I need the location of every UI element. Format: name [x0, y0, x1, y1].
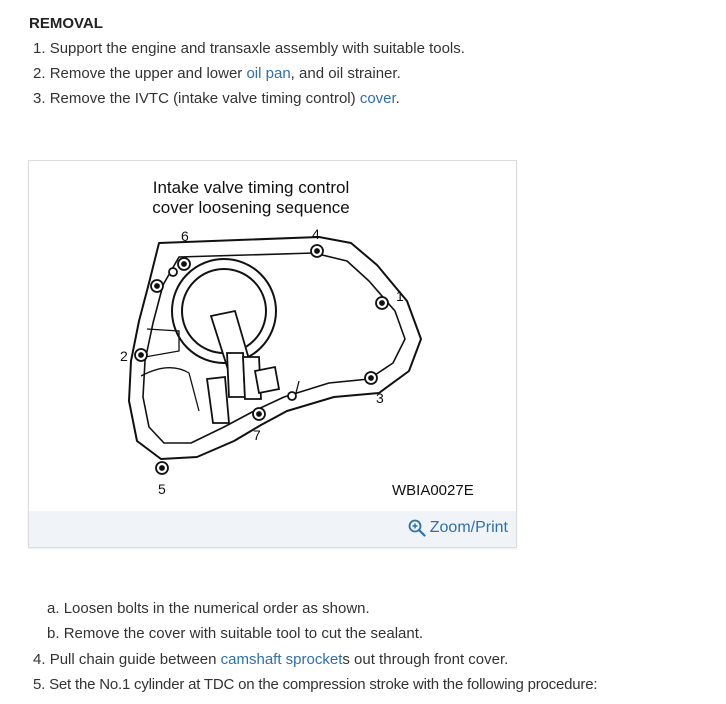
substep-text: Remove the cover with suitable tool to c…: [63, 625, 424, 642]
step-5: 5. Set the No.1 cylinder at TDC on the c…: [33, 676, 598, 694]
step-4: 4. Pull chain guide between camshaft spr…: [33, 651, 508, 669]
figure-code: WBIA0027E: [392, 482, 474, 499]
valve-body: [205, 309, 281, 424]
zoom-print-label: Zoom/Print: [429, 519, 508, 536]
cover-outline: [128, 236, 422, 460]
bolt-label-5: 5: [158, 481, 166, 497]
bolt-label-7: 7: [253, 427, 261, 443]
step-text: Remove the upper and lower: [49, 65, 247, 82]
step-number: 5.: [33, 676, 46, 693]
step-text: Pull chain guide between: [49, 651, 221, 668]
oil-pan-link[interactable]: oil pan: [246, 65, 291, 82]
substep-letter: a.: [47, 600, 60, 617]
step-1: 1. Support the engine and transaxle asse…: [33, 40, 465, 58]
figure-card[interactable]: Intake valve timing control cover loosen…: [28, 160, 517, 548]
figure-footer: Zoom/Print: [29, 511, 516, 547]
bolt-label-2: 2: [120, 348, 128, 364]
bolt-holes: [134, 244, 389, 475]
bolt-label-3: 3: [376, 390, 384, 406]
substep-letter: b.: [47, 625, 60, 642]
bolt-label-1: 1: [396, 288, 404, 304]
figure-title-line1: Intake valve timing control: [153, 178, 350, 197]
step-text: Remove the IVTC (intake valve timing con…: [49, 90, 360, 107]
substep-a: a. Loosen bolts in the numerical order a…: [47, 600, 370, 618]
bolt-label-6: 6: [181, 228, 189, 244]
zoom-print-link[interactable]: Zoom/Print: [408, 519, 508, 537]
zoom-in-icon: [408, 519, 426, 537]
step-text: Set the No.1 cylinder at TDC on the comp…: [49, 676, 598, 693]
step-number: 3.: [33, 90, 46, 107]
cover-link[interactable]: cover: [359, 90, 396, 107]
section-heading: REMOVAL: [29, 15, 103, 32]
step-number: 4.: [33, 651, 46, 668]
bolt-label-4: 4: [312, 226, 320, 242]
step-2: 2. Remove the upper and lower oil pan, a…: [33, 65, 401, 83]
ivtc-cover-diagram[interactable]: Intake valve timing control cover loosen…: [29, 161, 516, 511]
step-text-rest: s out through front cover.: [342, 651, 509, 668]
substep-text: Loosen bolts in the numerical order as s…: [63, 600, 370, 617]
substep-b: b. Remove the cover with suitable tool t…: [47, 625, 423, 643]
step-number: 1.: [33, 40, 46, 57]
camshaft-sprocket-link[interactable]: camshaft sprocket: [220, 651, 343, 668]
figure-title-line2: cover loosening sequence: [152, 198, 350, 217]
step-text: Support the engine and transaxle assembl…: [49, 40, 465, 57]
step-3: 3. Remove the IVTC (intake valve timing …: [33, 90, 400, 108]
step-number: 2.: [33, 65, 46, 82]
bolt-number-labels: 1 2 3 4 5 6 7: [120, 226, 404, 497]
step-text-rest: , and oil strainer.: [290, 65, 401, 82]
step-text-rest: .: [395, 90, 400, 107]
